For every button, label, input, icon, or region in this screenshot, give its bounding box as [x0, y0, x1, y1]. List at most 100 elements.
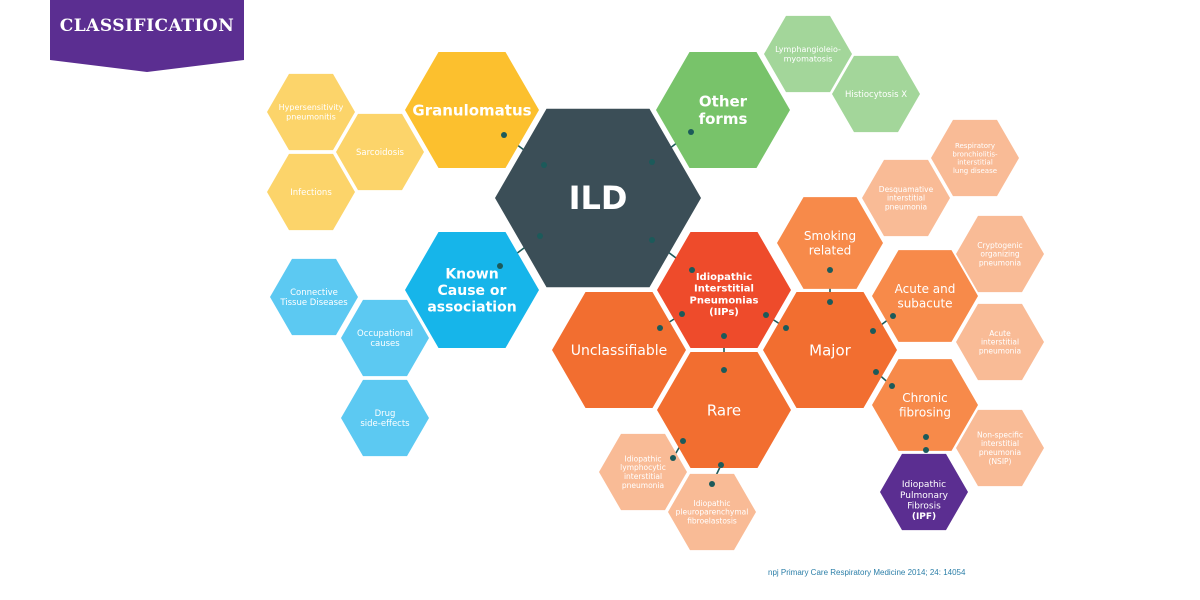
- connector-dot: [827, 299, 833, 305]
- hex-infections: Infections: [267, 153, 355, 231]
- hex-label: Non-specific: [977, 430, 1023, 439]
- connector-dot: [689, 267, 695, 273]
- hex-shape: [270, 258, 358, 336]
- hex-shape: [405, 52, 539, 168]
- connector-dot: [718, 462, 724, 468]
- connector-dot: [649, 237, 655, 243]
- connector-dot: [783, 325, 789, 331]
- hex-shape: [495, 108, 701, 288]
- hex-label: Lymphangioleio-: [775, 45, 841, 54]
- hex-label: pneumonia: [979, 448, 1021, 457]
- hex-label: interstitial: [887, 194, 925, 203]
- connector-dot: [670, 455, 676, 461]
- hex-label: Pulmonary: [900, 491, 949, 501]
- hex-label: Desquamative: [879, 185, 934, 194]
- hex-label: related: [809, 243, 851, 257]
- hex-label: Connective: [290, 288, 338, 298]
- connector-dot: [890, 313, 896, 319]
- connector-dot: [537, 233, 543, 239]
- hex-label: lymphocytic: [620, 463, 666, 472]
- hex-label: Known: [445, 266, 498, 282]
- connector-dot: [657, 325, 663, 331]
- hex-shape: [764, 15, 852, 93]
- connector-dot: [721, 333, 727, 339]
- hex-label: Histiocytosis X: [845, 90, 907, 100]
- hex-label: fibrosing: [899, 405, 951, 419]
- hex-major: Major: [763, 292, 897, 408]
- hex-label: Hypersensitivity: [279, 103, 344, 112]
- hex-label: forms: [699, 110, 748, 128]
- hex-rare: Rare: [657, 352, 791, 468]
- hex-label: (NSIP): [989, 457, 1012, 466]
- hex-label: (IPF): [912, 512, 936, 522]
- hex-granulomatus: Granulomatus: [405, 52, 539, 168]
- hex-shape: [405, 232, 539, 348]
- hex-lymphocytic: Idiopathiclymphocyticinterstitialpneumon…: [599, 433, 687, 511]
- hex-label: Tissue Diseases: [279, 298, 348, 308]
- hex-shape: [956, 409, 1044, 487]
- hex-histiocytosis: Histiocytosis X: [832, 55, 920, 133]
- hex-shape: [931, 119, 1019, 197]
- hex-shape: [267, 153, 355, 231]
- citation: npj Primary Care Respiratory Medicine 20…: [768, 568, 966, 577]
- connector-dot: [889, 383, 895, 389]
- hex-pleuroparenchymal: Idiopathicpleuroparenchymalfibroelastosi…: [668, 473, 756, 551]
- connector-dot: [679, 311, 685, 317]
- hex-shape: [656, 52, 790, 168]
- hex-label: Infections: [290, 188, 332, 198]
- hex-label: Cause or: [438, 283, 507, 299]
- hex-shape: [267, 73, 355, 151]
- hex-label: pleuroparenchymal: [676, 508, 749, 517]
- hex-label: pneumonitis: [286, 113, 336, 122]
- connector-dot: [649, 159, 655, 165]
- hex-shape: [763, 292, 897, 408]
- hex-label: pneumonia: [979, 259, 1021, 268]
- hex-shape: [336, 113, 424, 191]
- classification-banner: [50, 0, 244, 72]
- banner-label: CLASSIFICATION: [59, 16, 235, 36]
- hex-ild: ILD: [495, 108, 701, 288]
- hex-label: Granulomatus: [412, 101, 531, 119]
- connector-dots: [497, 129, 929, 487]
- hex-label: pneumonia: [885, 203, 927, 212]
- connector-dot: [870, 328, 876, 334]
- hex-label: Idiopathic: [902, 480, 946, 490]
- hex-label: Sarcoidosis: [356, 148, 405, 158]
- hex-shape: [956, 215, 1044, 293]
- hex-shape: [872, 359, 978, 451]
- connector-dot: [827, 267, 833, 273]
- hex-shape: [341, 379, 429, 457]
- hex-shape: [552, 292, 686, 408]
- hex-label: Drug: [375, 409, 396, 419]
- hex-label: interstitial: [957, 159, 993, 167]
- hex-label: Pneumonias: [690, 295, 759, 306]
- hex-label: fibroelastosis: [687, 517, 737, 526]
- hex-unclassifiable: Unclassifiable: [552, 292, 686, 408]
- hex-label: Interstitial: [694, 284, 754, 295]
- hex-label: Other: [699, 92, 748, 110]
- connector-dot: [688, 129, 694, 135]
- hex-label: Acute and: [895, 282, 956, 296]
- connector-dot: [763, 312, 769, 318]
- hex-label: myomatosis: [784, 55, 833, 64]
- hex-shape: [668, 473, 756, 551]
- hex-label: side-effects: [360, 419, 410, 429]
- hex-label: bronchiolitis-: [952, 150, 998, 158]
- hex-label: subacute: [897, 296, 952, 310]
- hex-label: (IIPs): [709, 307, 739, 318]
- hex-label: Rare: [707, 401, 741, 419]
- connector-dot: [721, 367, 727, 373]
- hex-label: Major: [809, 341, 851, 359]
- hex-shape: [599, 433, 687, 511]
- connector-dot: [709, 481, 715, 487]
- hex-label: Idiopathic: [625, 454, 662, 463]
- connector-dot: [923, 447, 929, 453]
